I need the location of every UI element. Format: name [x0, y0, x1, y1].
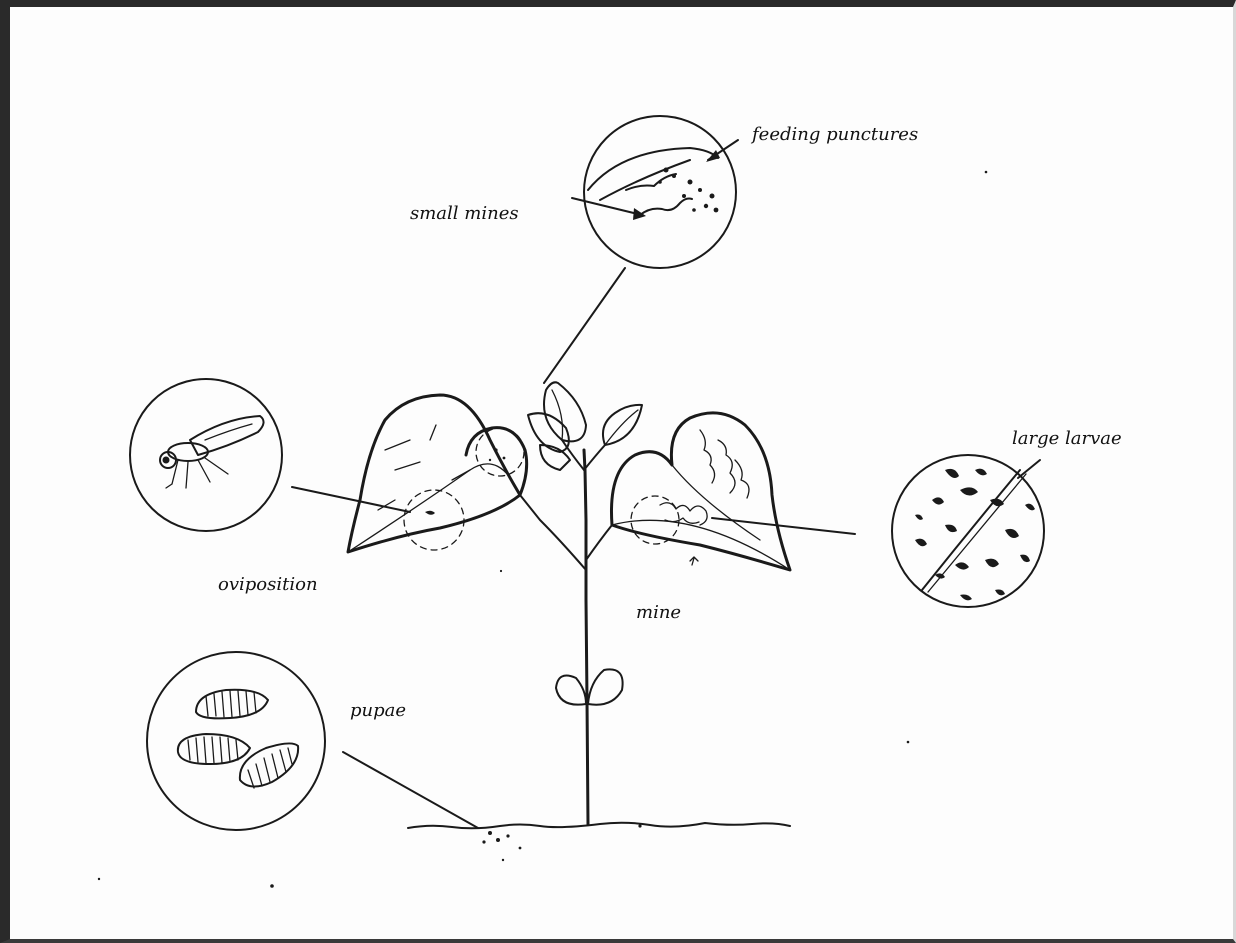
label-large-larvae: large larvae [1012, 428, 1122, 449]
label-feeding-punctures: feeding punctures [752, 124, 918, 145]
label-oviposition: oviposition [218, 574, 318, 595]
specks [98, 171, 988, 888]
label-small-mines: small mines [410, 203, 519, 224]
pupa-1 [196, 690, 268, 719]
plant-stem [520, 440, 612, 824]
adult-fly-inset [130, 379, 282, 531]
pupae-inset [147, 652, 325, 830]
label-pupae: pupae [350, 700, 406, 721]
soil-line [408, 823, 790, 861]
feeding-punctures-inset [572, 116, 738, 268]
connector-lines [292, 268, 1040, 828]
large-larvae-inset [892, 455, 1044, 607]
right-leaf [611, 413, 790, 570]
cotyledons [556, 669, 623, 704]
label-mine: mine [636, 602, 681, 623]
pupa-2 [178, 734, 250, 764]
left-leaf [348, 395, 527, 552]
